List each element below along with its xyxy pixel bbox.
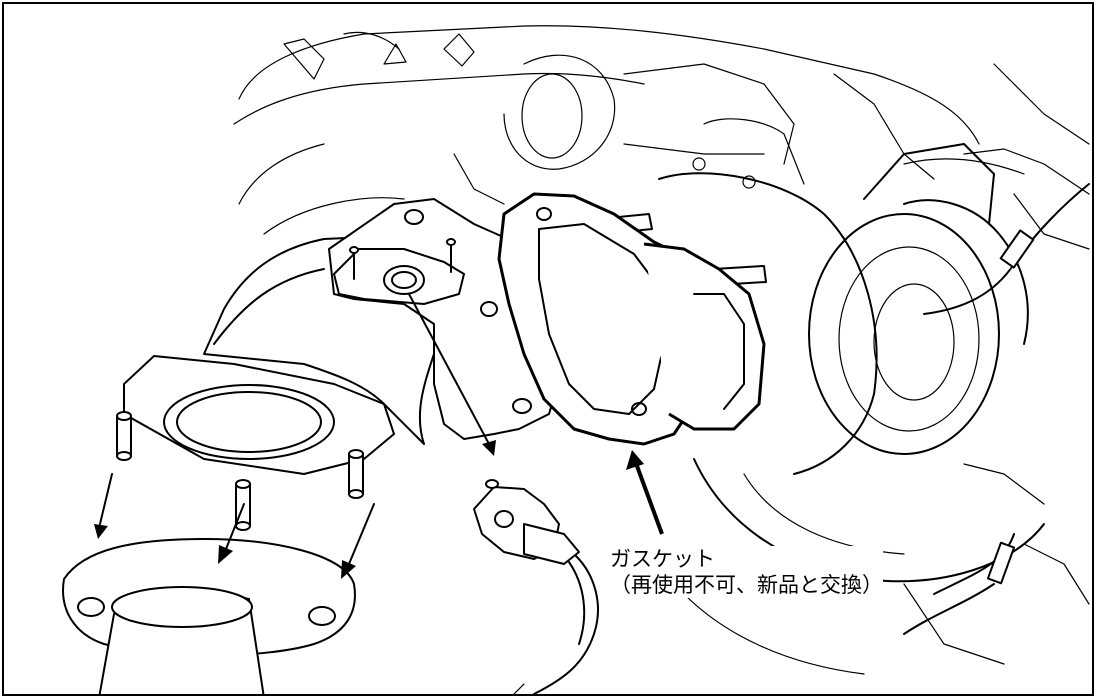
callout-gasket-label: ガスケット: [610, 547, 715, 571]
arrowhead-1: [94, 524, 108, 539]
arrowhead-3: [341, 560, 356, 579]
arrowhead-sensor: [482, 440, 496, 456]
turbocharger: [658, 143, 1090, 675]
gasket-callout: ガスケット （再使用不可、新品と交換）: [610, 546, 883, 598]
oxygen-sensor: [473, 479, 599, 694]
arrow-gasket: [635, 465, 664, 535]
arrow-stud-2: [225, 503, 245, 550]
arrow-stud-1: [99, 473, 113, 525]
arrows: [94, 293, 664, 579]
arrowhead-2: [218, 545, 233, 564]
lower-exhaust-pipe: [62, 538, 356, 694]
arrow-sensor: [408, 293, 490, 445]
sensor-wires-right: [903, 183, 1090, 635]
engine-background: [233, 25, 1090, 250]
exhaust-pipe-gasket-illustration: [62, 25, 1090, 694]
callout-gasket-note: （再使用不可、新品と交換）: [610, 573, 883, 597]
arrowhead-gasket: [626, 450, 644, 470]
arrow-stud-3: [348, 503, 375, 565]
gasket: [497, 192, 766, 446]
